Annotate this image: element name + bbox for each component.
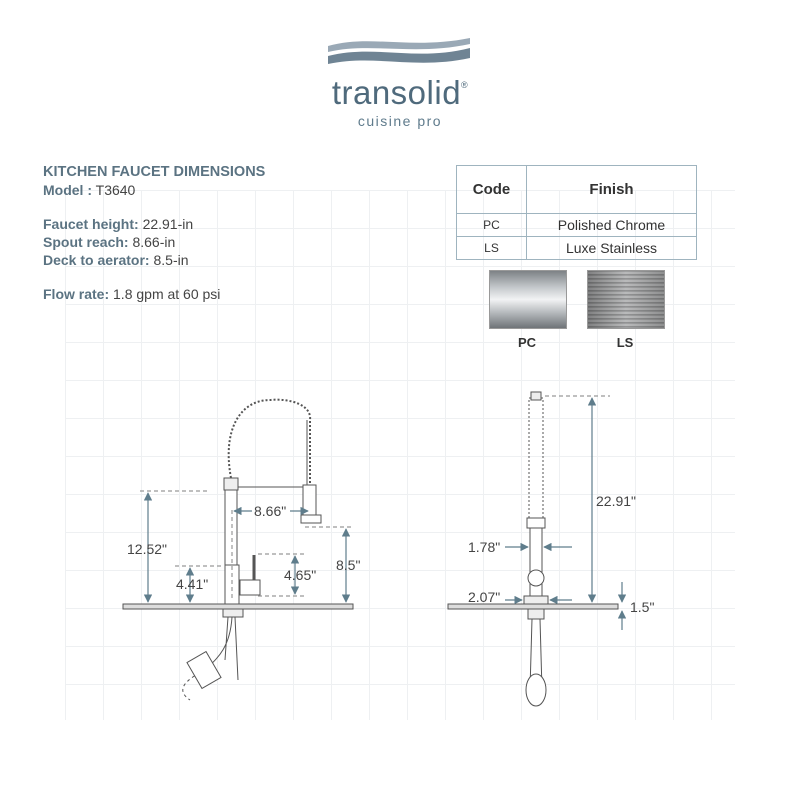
faucet-height-value: 22.91-in [142,216,194,232]
dim-deck-thickness-label: 1.5" [630,599,654,615]
cell-code: PC [456,213,527,237]
table-row: LS Luxe Stainless [456,236,697,260]
faucet-height-label: Faucet height: [43,216,139,232]
model-label: Model : [43,182,92,198]
swatch-polished-chrome [489,270,567,329]
specs-title: KITCHEN FAUCET DIMENSIONS [43,164,266,180]
dim-handle-label: 4.65" [284,567,316,583]
side-view-dimensions [140,490,352,603]
flow-label: Flow rate: [43,286,110,302]
brand-tagline: cuisine pro [357,113,443,129]
spout-reach-value: 8.66-in [132,234,176,250]
header-finish: Finish [526,165,697,214]
spout-reach-label: Spout reach: [43,234,129,250]
cell-finish: Luxe Stainless [526,236,697,260]
brand-text: transolid [331,74,462,111]
header-code: Code [456,165,527,214]
flow-line: Flow rate: 1.8 gpm at 60 psi [43,285,265,303]
specs-block: KITCHEN FAUCET DIMENSIONS Model : T3640 … [43,163,265,303]
front-view-drawing [447,391,619,707]
finish-table: Code Finish PC Polished Chrome LS Luxe S… [456,165,697,260]
registered-mark: ® [461,80,469,90]
model-line: Model : T3640 [43,181,265,199]
dim-body-width-label: 1.78" [468,539,500,555]
spout-reach-line: Spout reach: 8.66-in [43,233,265,251]
brand-logo-waves [320,34,480,79]
table-header-row: Code Finish [456,165,697,214]
model-value: T3640 [95,182,136,198]
swatch-label-ls: LS [616,335,634,350]
dim-base-label: 4.41" [176,576,208,592]
deck-label: Deck to aerator: [43,252,150,268]
dim-height-label: 12.52" [127,541,167,557]
dim-deck-label: 8.5" [336,557,360,573]
swatch-label-pc: PC [517,335,537,350]
deck-line: Deck to aerator: 8.5-in [43,251,265,269]
dim-spout-reach-label: 8.66" [254,503,286,519]
cell-code: LS [456,236,527,260]
deck-value: 8.5-in [153,252,189,268]
swatch-luxe-stainless [587,270,665,329]
dim-base-width-label: 2.07" [468,589,500,605]
flow-value: 1.8 gpm at 60 psi [113,286,221,302]
side-view-drawing [122,398,354,701]
faucet-height-line: Faucet height: 22.91-in [43,215,265,233]
front-view-dimensions [505,395,627,630]
brand-name: transolid® [320,74,480,112]
dim-total-height-label: 22.91" [596,493,636,509]
